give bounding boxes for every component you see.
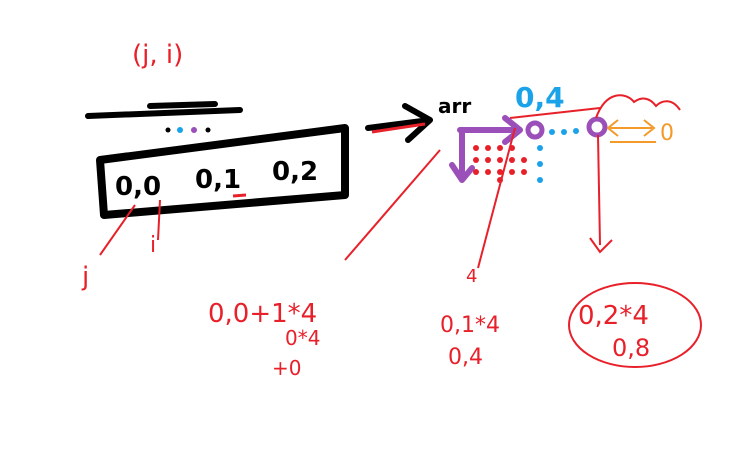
i-pointer (157, 199, 161, 241)
i-label: i (150, 233, 156, 258)
purple-arrow (449, 115, 523, 183)
leader-mid (477, 127, 516, 269)
cell-a-label: 0,0 (115, 172, 161, 202)
arr-label: arr (438, 94, 471, 118)
formula-left-2: 0*4 (285, 326, 320, 350)
red-arrow-overlay (371, 122, 426, 134)
purple-node (525, 120, 545, 140)
dot (205, 127, 211, 133)
scribble-line (85, 101, 243, 119)
orange-double-arrow (606, 119, 656, 143)
right-formula-circle (568, 282, 702, 368)
j-label: j (81, 262, 89, 292)
j-pointer (99, 204, 136, 256)
four-label: 4 (466, 266, 477, 287)
leader-left (344, 149, 441, 261)
cell-c-label: 0,2 (272, 157, 318, 187)
formula-mid-1: 0,1*4 (440, 313, 500, 338)
array-box (96, 124, 349, 219)
dot (177, 127, 183, 133)
red-dot-grid (473, 145, 527, 183)
formula-mid-2: 0,4 (448, 345, 483, 370)
top-pair-label: (j, i) (132, 40, 183, 70)
blue-coord-label: 0,4 (515, 81, 565, 114)
formula-right-2: 0,8 (612, 334, 650, 362)
formula-right-1: 0,2*4 (578, 301, 649, 331)
formula-left-3: +0 (272, 356, 301, 380)
leader-right (589, 134, 613, 254)
purple-node (586, 116, 608, 138)
cell-b-label: 0,1 (195, 165, 241, 195)
red-top-line (509, 107, 601, 119)
dot (191, 127, 197, 133)
formula-left-1: 0,0+1*4 (208, 299, 317, 329)
blue-dot-column (537, 145, 543, 183)
orange-zero-label: 0 (660, 121, 674, 146)
dot (165, 127, 171, 133)
underline-mark (232, 193, 247, 198)
red-bump-curve (595, 94, 681, 119)
blue-dotted-line (549, 128, 579, 135)
arrow-right (365, 103, 433, 143)
